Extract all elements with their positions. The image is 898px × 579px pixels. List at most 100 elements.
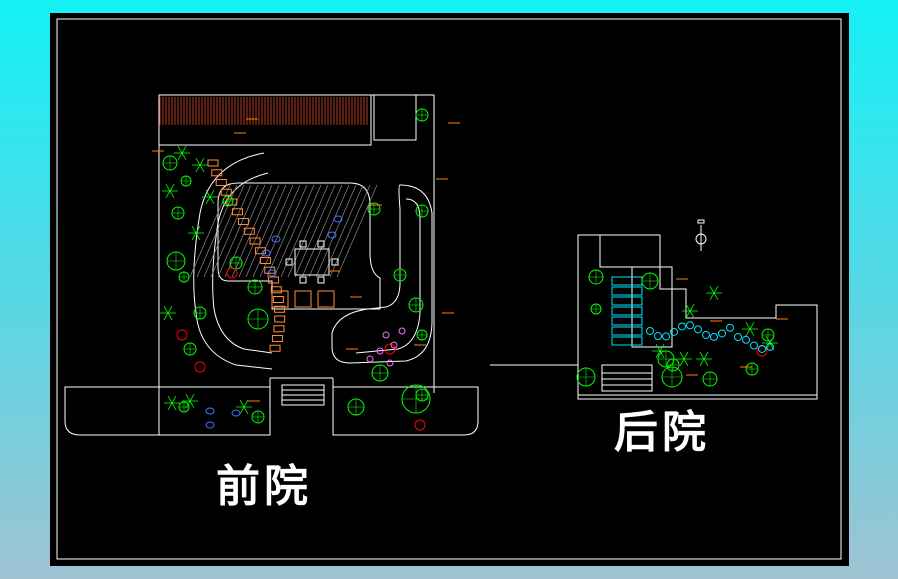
sheet-border [56,18,842,560]
front-bottom-left-block [64,386,271,436]
stone-symbol [261,249,271,257]
leafy-shrub [205,196,211,205]
leafy-shrub [163,305,169,314]
stepping-stone [215,179,227,186]
stone-symbol [267,269,277,277]
leafy-shrub [205,189,211,198]
leafy-shrub [703,358,709,367]
back-lot-outline [577,234,818,400]
back-yard-title: 后院 [614,407,710,458]
leafy-shrub [165,183,171,192]
stone-symbol [205,407,215,415]
flower-symbol [176,329,188,341]
pebble-symbol [766,342,774,351]
leafy-shrub [209,196,215,205]
stepping-stone [267,276,279,284]
central-plaza [217,182,381,310]
leafy-shrub [655,343,661,352]
flower-symbol [414,419,426,431]
pebble-symbol [742,335,750,344]
stepping-stone [273,305,285,313]
pebble-symbol [750,341,758,350]
leafy-shrub [171,402,177,411]
leafy-shrub [185,393,191,402]
leafy-shrub [199,157,205,166]
stepping-stone [273,325,285,333]
leafy-shrub [171,395,177,404]
stone-symbol [231,409,241,417]
leafy-shrub [195,225,201,234]
front-lot-outline [158,94,435,435]
pebble-symbol [398,327,406,335]
leafy-shrub [169,183,175,192]
plant-symbols [160,108,778,431]
pebble-symbol [390,341,398,349]
leafy-shrub [177,152,183,161]
stone-symbol [333,215,343,223]
planter-boxes [271,290,335,308]
leafy-shrub [195,232,201,241]
pebble-symbol [366,355,374,363]
pebble-symbol [382,331,390,339]
front-yard-plan [64,94,479,436]
plaza-hatching [189,184,378,278]
leafy-shrub [713,285,719,294]
left-path-inner [212,172,273,354]
leafy-shrub [689,303,695,312]
leafy-shrub [181,152,187,161]
back-yard-plan [490,234,818,400]
leafy-shrub [765,335,771,344]
leafy-shrub [685,310,691,319]
leafy-shrub [239,406,245,415]
stepping-stone [272,296,284,303]
flower-symbol [756,345,768,357]
leafy-shrub [169,190,175,199]
leafy-shrub [703,351,709,360]
pebble-symbol [710,332,718,341]
stepping-stone [271,335,283,342]
pebble-symbol [386,359,394,367]
leafy-shrub [679,351,685,360]
leafy-shrub [243,406,249,415]
leafy-shrub [659,343,665,352]
pebble-symbol [654,332,662,341]
leafy-shrub [191,225,197,234]
north-arrow [695,219,707,251]
leafy-shrub [685,303,691,312]
leafy-shrub [189,400,195,409]
stepping-stone [237,218,249,225]
back-steps [601,364,653,392]
pebble-symbol [758,344,766,353]
leafy-shrub [709,292,715,301]
pebble-symbol [670,327,678,336]
stepping-stone [254,247,266,255]
leafy-shrub [199,164,205,173]
stepping-stone [243,227,255,235]
right-bed-inner-edge [355,198,421,354]
leafy-shrub [243,399,249,408]
leafy-shrub [683,351,689,360]
leafy-shrub [659,350,665,359]
pebble-symbol [678,322,686,331]
leafy-shrub [683,358,689,367]
leafy-shrub [189,393,195,402]
pebble-symbol [702,330,710,339]
leafy-shrub [167,402,173,411]
table-set [285,240,339,284]
stepping-stone [270,286,282,294]
stepping-stone [259,257,271,264]
stepping-stone [207,159,219,167]
leafy-shrub [167,312,173,321]
hedge-hatching: /* placeholder removed */ [159,97,368,125]
leafy-shrub [165,190,171,199]
leafy-shrub [195,164,201,173]
stone-symbol [271,235,281,243]
pebble-symbol [694,325,702,334]
leafy-shrub [181,145,187,154]
leafy-shrub [745,321,751,330]
site-plan-drawing: /* placeholder removed */ [56,18,842,560]
pebble-symbol [376,347,384,355]
leafy-shrub [749,328,755,337]
leafy-shrub [163,312,169,321]
leafy-shrub [191,232,197,241]
